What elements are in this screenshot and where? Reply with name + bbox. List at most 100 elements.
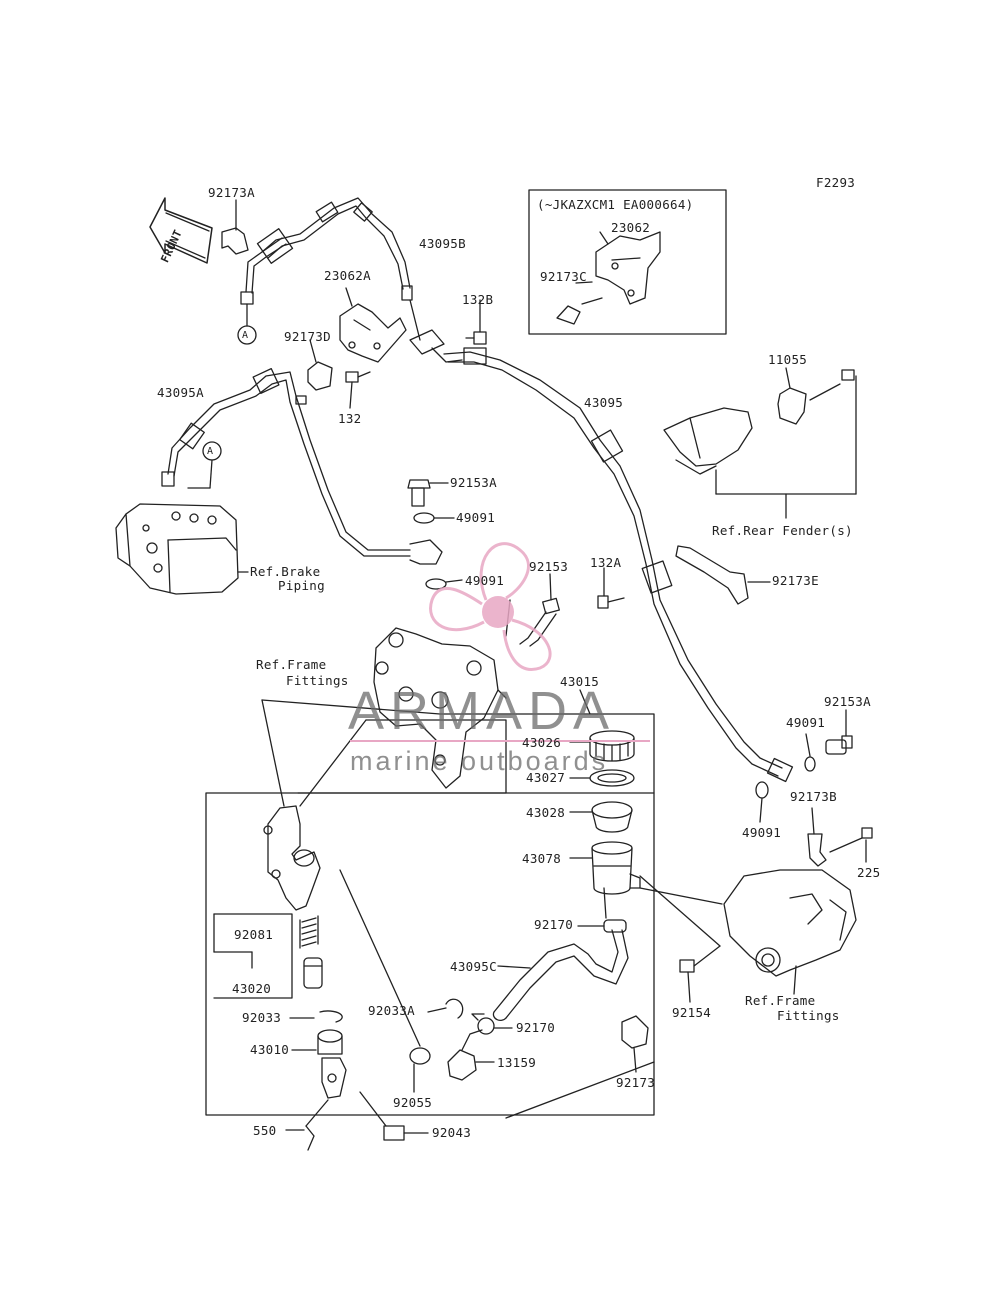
master-cylinder-body-shape (264, 806, 320, 910)
master-cylinder-group-box (206, 793, 654, 1115)
part-label-43010: 43010 (250, 1042, 290, 1057)
part-label-23062A: 23062A (324, 268, 371, 283)
part-label-43095A: 43095A (157, 385, 204, 400)
ref-brake-piping-line2: Piping (278, 578, 325, 593)
part-label-92043: 92043 (432, 1125, 472, 1140)
screw-225-shape (830, 828, 872, 862)
watermark-propeller-icon (431, 544, 551, 670)
part-label-43028: 43028 (526, 805, 566, 820)
banjo-bolt-92153A-right-shape (826, 710, 852, 754)
part-label-92170-bottom: 92170 (516, 1020, 556, 1035)
part-label-49091-mid: 49091 (465, 573, 505, 588)
bracket-92173E-shape (676, 546, 770, 604)
part-label-43095C: 43095C (450, 959, 497, 974)
figure-code: F2293 (816, 175, 856, 190)
part-label-92173: 92173 (616, 1075, 656, 1090)
hose-43095C-shape (493, 930, 628, 1020)
abs-unit-shape (116, 504, 248, 594)
part-label-43026: 43026 (522, 735, 562, 750)
piston-shape (304, 958, 322, 988)
clamp-92170-bottom-shape (472, 1014, 512, 1034)
frame-fitting-right-shape (724, 870, 856, 994)
part-label-92154: 92154 (672, 1005, 712, 1020)
part-label-inset-92173C: 92173C (540, 269, 587, 284)
bolt-132B-shape (466, 300, 486, 344)
clamp-92173A-shape (222, 228, 248, 254)
ref-brake-piping-line1: Ref.Brake (250, 564, 321, 579)
part-label-92033A: 92033A (368, 1003, 415, 1018)
part-label-92153A-right: 92153A (824, 694, 871, 709)
watermark-brand: ARMADA (348, 681, 616, 741)
part-label-92173A: 92173A (208, 185, 255, 200)
washer-49091-right2-shape (756, 782, 768, 798)
part-label-92173D: 92173D (284, 329, 331, 344)
washer-49091-mid-shape (426, 579, 446, 589)
part-label-43095B: 43095B (419, 236, 466, 251)
ref-frame-fittings-left-line1: Ref.Frame (256, 657, 327, 672)
ref-frame-fittings-left-line2: Fittings (286, 673, 349, 688)
hose-43095B-shape (241, 198, 412, 304)
inset-bracket-shape (557, 232, 660, 324)
part-label-132: 132 (338, 411, 362, 426)
diaphragm-43028-shape (592, 802, 632, 832)
part-label-132A: 132A (590, 555, 622, 570)
part-label-550: 550 (253, 1123, 277, 1138)
pushrod-43010-shape (292, 1030, 346, 1098)
inset-title: (~JKAZXCM1 EA000664) (537, 197, 694, 212)
part-label-49091-top: 49091 (456, 510, 496, 525)
watermark-tagline: marine outboards (350, 746, 609, 776)
bolt-92153-shape (520, 574, 559, 646)
ref-frame-fittings-right-line2: Fittings (777, 1008, 840, 1023)
part-label-92170-top: 92170 (534, 917, 574, 932)
reservoir-cap-43026-shape (590, 731, 634, 761)
part-label-49091-right: 49091 (786, 715, 826, 730)
ref-rear-fender: Ref.Rear Fender(s) (712, 523, 853, 538)
part-label-43027: 43027 (526, 770, 566, 785)
master-cylinder-bracket-shape (374, 628, 506, 788)
part-label-92081: 92081 (234, 927, 274, 942)
bolt-132-shape (346, 372, 370, 408)
part-label-49091-right2: 49091 (742, 825, 782, 840)
clamp-92173D-shape (308, 362, 332, 390)
callout-letter-abs: A (207, 446, 214, 457)
clamp-92173-shape (622, 1016, 648, 1072)
clip-92033A-shape (446, 999, 463, 1018)
rear-fender-shape (664, 368, 856, 518)
part-label-132B: 132B (462, 292, 494, 307)
pin-550-shape (286, 1100, 328, 1150)
part-label-225: 225 (857, 865, 881, 880)
part-label-43015: 43015 (560, 674, 600, 689)
washer-49091-top-shape (414, 513, 434, 523)
part-label-92055: 92055 (393, 1095, 433, 1110)
part-label-inset-23062: 23062 (611, 220, 651, 235)
bracket-23062A-shape (340, 288, 406, 362)
part-label-13159: 13159 (497, 1055, 537, 1070)
hose-43095A-shape (162, 369, 442, 564)
banjo-bolt-92153A-shape (408, 480, 448, 506)
bolt-92043-shape (360, 1092, 428, 1140)
clamp-92170-top-shape (578, 920, 626, 932)
clip-92173B-shape (808, 808, 826, 866)
part-label-92153: 92153 (529, 559, 569, 574)
inset-frame (529, 190, 726, 334)
bolt-132A-shape (598, 568, 624, 608)
callout-letter-top: A (242, 330, 249, 341)
part-label-43078: 43078 (522, 851, 562, 866)
fitting-13159-shape (448, 1030, 494, 1080)
oring-92055-shape (410, 1048, 430, 1064)
washer-49091-right-shape (805, 757, 815, 771)
part-label-43020: 43020 (232, 981, 272, 996)
part-label-92033: 92033 (242, 1010, 282, 1025)
part-label-11055: 11055 (768, 352, 808, 367)
junction-block-shape (410, 300, 462, 362)
circlip-92033-shape (320, 1011, 342, 1022)
front-arrow-icon (150, 198, 212, 263)
hose-43095-shape (444, 348, 792, 781)
part-label-92153A-top: 92153A (450, 475, 497, 490)
part-label-92173B: 92173B (790, 789, 837, 804)
bolt-92154-shape (680, 946, 720, 1002)
part-label-43095: 43095 (584, 395, 624, 410)
spring-92081-shape (300, 916, 318, 948)
